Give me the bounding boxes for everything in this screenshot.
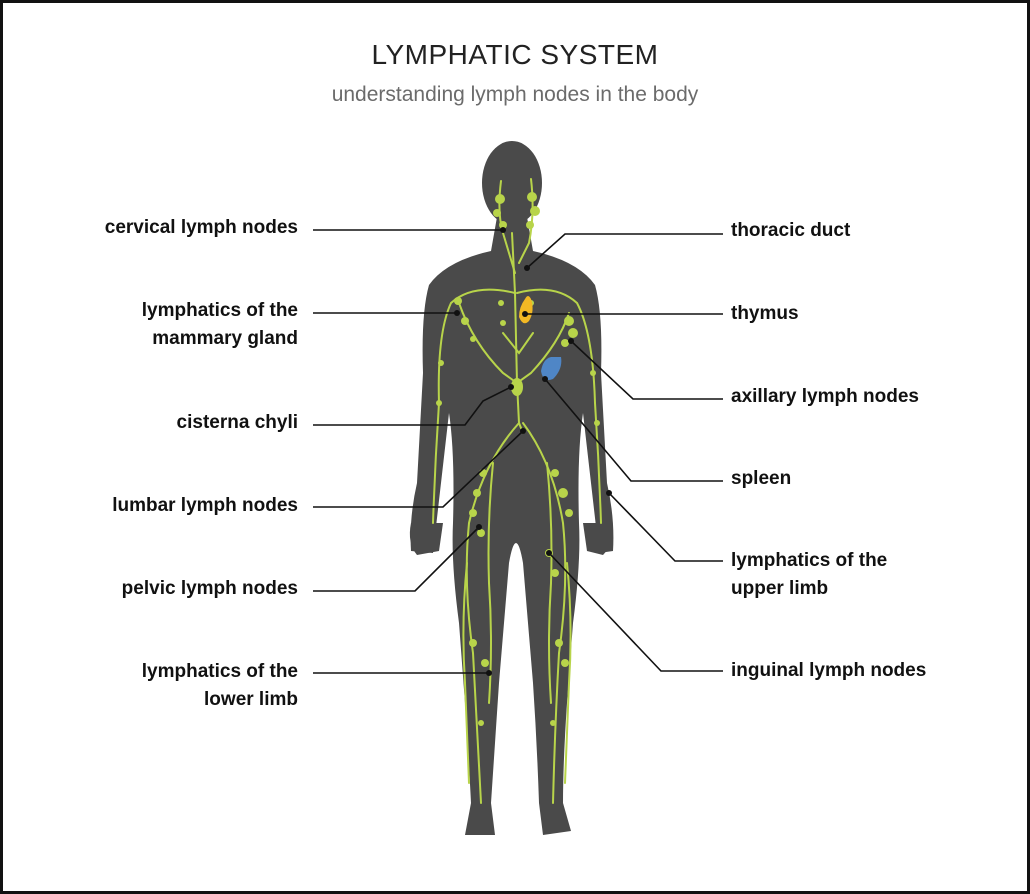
label-upper-limb-lymphatics: lymphatics of the upper limb — [731, 547, 887, 603]
label-lumbar-lymph-nodes: lumbar lymph nodes — [112, 492, 298, 520]
left-hand — [410, 523, 443, 555]
label-axillary-lymph-nodes: axillary lymph nodes — [731, 383, 919, 411]
label-inguinal-lymph-nodes: inguinal lymph nodes — [731, 657, 926, 685]
right-hand — [583, 523, 610, 555]
label-thymus: thymus — [731, 300, 799, 328]
label-cisterna-chyli: cisterna chyli — [177, 409, 298, 437]
label-mammary-lymphatics: lymphatics of the mammary gland — [142, 297, 298, 353]
label-spleen: spleen — [731, 465, 791, 493]
lymphatic-figure — [3, 3, 1027, 891]
label-pelvic-lymph-nodes: pelvic lymph nodes — [122, 575, 298, 603]
label-cervical-lymph-nodes: cervical lymph nodes — [105, 214, 298, 242]
label-lower-limb-lymphatics: lymphatics of the lower limb — [142, 658, 298, 714]
label-thoracic-duct: thoracic duct — [731, 217, 850, 245]
